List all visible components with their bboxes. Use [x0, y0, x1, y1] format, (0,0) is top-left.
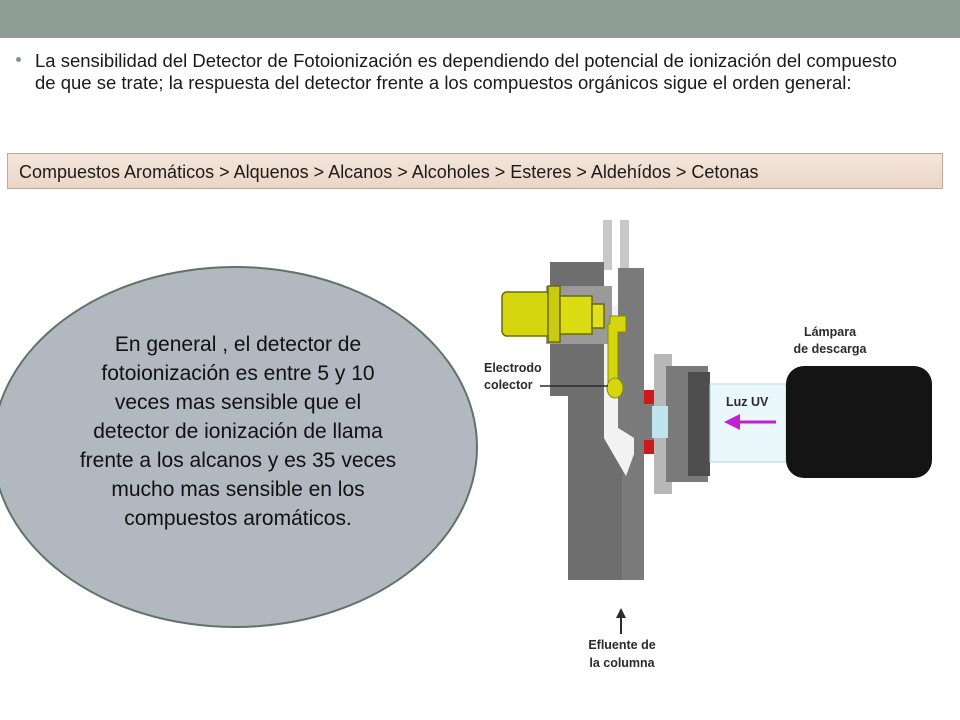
lamp-label-line1: Lámpara [804, 325, 857, 339]
inlet-tube-right [620, 220, 629, 280]
bullet-icon [16, 57, 21, 62]
sensitivity-order-box: Compuestos Aromáticos > Alquenos > Alcan… [7, 153, 943, 189]
electrode-connector [501, 291, 553, 337]
discharge-lamp [786, 366, 932, 478]
effluent-label-line1: Efluente de [588, 638, 655, 652]
top-banner [0, 0, 960, 38]
electrode-body [559, 295, 593, 335]
effluent-arrow-head [616, 608, 626, 618]
effluent-label-line2: la columna [589, 656, 655, 670]
uv-arrow-head [724, 414, 740, 430]
detector-body-right [618, 268, 654, 580]
intro-text: La sensibilidad del Detector de Fotoioni… [35, 50, 897, 93]
callout-text: En general , el detector de fotoionizaci… [79, 333, 397, 530]
lamp-label-line2: de descarga [794, 342, 868, 356]
uv-light-label: Luz UV [726, 395, 769, 409]
intro-bullet: La sensibilidad del Detector de Fotoioni… [16, 50, 916, 94]
uv-window [652, 406, 668, 438]
electrode-tip [591, 303, 605, 329]
electrode-label-line1: Electrodo [484, 361, 542, 375]
electrode-label-line2: colector [484, 378, 533, 392]
callout-ellipse [0, 266, 478, 628]
inlet-tube-left [603, 220, 612, 270]
electrode-collar [547, 285, 561, 343]
seal-upper [644, 390, 654, 404]
seal-lower [644, 440, 654, 454]
pid-detector-diagram: Lámpara de descarga Electrodo colector L… [484, 220, 932, 670]
electrode-collector-tip [606, 377, 624, 399]
lamp-holder-inner [688, 372, 710, 476]
